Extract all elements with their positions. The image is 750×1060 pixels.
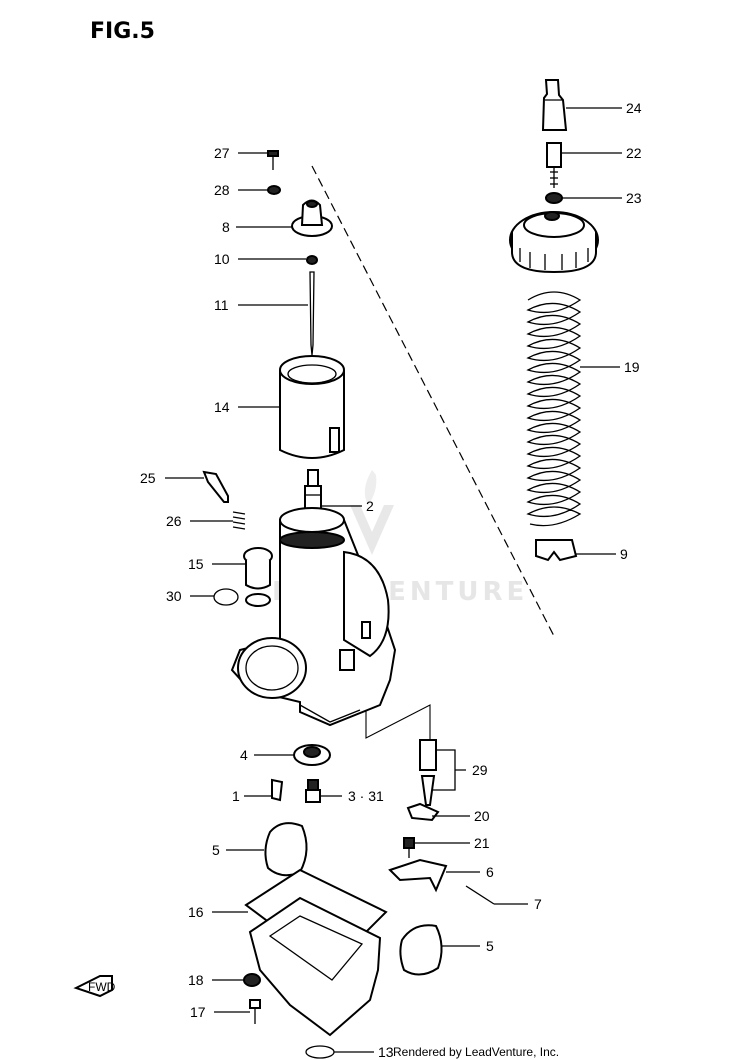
callout-10: 10 [214, 251, 230, 267]
callout-23: 23 [626, 190, 642, 206]
callout-24: 24 [626, 100, 642, 116]
callout-20: 20 [474, 808, 490, 824]
callout-6: 6 [486, 864, 494, 880]
callout-11: 11 [214, 297, 229, 313]
callout-5-lower: 5 [486, 938, 494, 954]
callout-5-upper: 5 [212, 842, 220, 858]
part-20-pin-drawing [406, 802, 440, 822]
part-23-nut-drawing [545, 192, 563, 204]
part-24-cap-drawing [541, 79, 568, 131]
callout-2: 2 [366, 498, 374, 514]
part-22-adjuster-drawing [546, 142, 562, 188]
figure-title: FIG.5 [90, 19, 155, 44]
callout-8: 8 [222, 219, 230, 235]
leader-lines [165, 107, 622, 1053]
callout-30: 30 [166, 588, 182, 604]
callout-16: 16 [188, 904, 204, 920]
part-15-cap-drawing [243, 547, 273, 607]
part-7-pin-drawing [465, 885, 495, 905]
part-9-clip-drawing [535, 539, 578, 562]
callout-29: 29 [472, 762, 488, 778]
part-29-jet-drawing [419, 739, 437, 806]
part-3-jet-drawing [305, 779, 321, 803]
callout-14: 14 [214, 399, 230, 415]
callout-1: 1 [232, 788, 240, 804]
callout-19: 19 [624, 359, 640, 375]
credit-text: Rendered by LeadVenture, Inc. [393, 1045, 559, 1059]
callout-26: 26 [166, 513, 182, 529]
part-13-o-ring-drawing [305, 1045, 335, 1059]
callout-15: 15 [188, 556, 204, 572]
part-11-needle-drawing [309, 271, 315, 356]
part-4-gasket-drawing [293, 744, 331, 766]
part-21-screw-drawing [403, 837, 415, 858]
callout-22: 22 [626, 145, 642, 161]
assembly-dash-line [311, 165, 556, 745]
part-25-screw-drawing [202, 470, 229, 503]
part-19-spring-drawing [526, 291, 582, 527]
part-18-drain-plug-drawing [243, 973, 261, 987]
part-6-float-arm-drawing [388, 858, 448, 893]
part-5-float-b-drawing [399, 924, 443, 976]
float-bowl-drawing [248, 896, 382, 1037]
part-30-o-ring-drawing [213, 588, 239, 606]
part-10-clip-drawing [306, 255, 318, 265]
forward-direction-arrow: FWD [73, 975, 116, 998]
part-14-throttle-valve-drawing [279, 355, 345, 459]
part-27-screw-drawing [267, 150, 279, 170]
callout-9: 9 [620, 546, 628, 562]
part-28-washer-drawing [267, 185, 281, 195]
callout-4: 4 [240, 747, 248, 763]
top-cap-drawing [509, 211, 599, 274]
part-8-plate-drawing [291, 199, 333, 237]
callout-28: 28 [214, 182, 230, 198]
carburetor-body-drawing [230, 507, 397, 727]
callout-27: 27 [214, 145, 230, 161]
part-17-screw-drawing [249, 999, 261, 1024]
callout-21: 21 [474, 835, 490, 851]
callout-18: 18 [188, 972, 204, 988]
part-1-screw-drawing [271, 778, 284, 802]
part-5-float-a-drawing [264, 822, 308, 877]
callout-25: 25 [140, 470, 156, 486]
callout-17: 17 [190, 1004, 206, 1020]
callout-3-31: 3 · 31 [348, 788, 384, 804]
part-26-spring-drawing [232, 511, 246, 530]
callout-13: 13 [378, 1044, 394, 1060]
callout-7: 7 [534, 896, 542, 912]
svg-text:FWD: FWD [88, 980, 116, 994]
